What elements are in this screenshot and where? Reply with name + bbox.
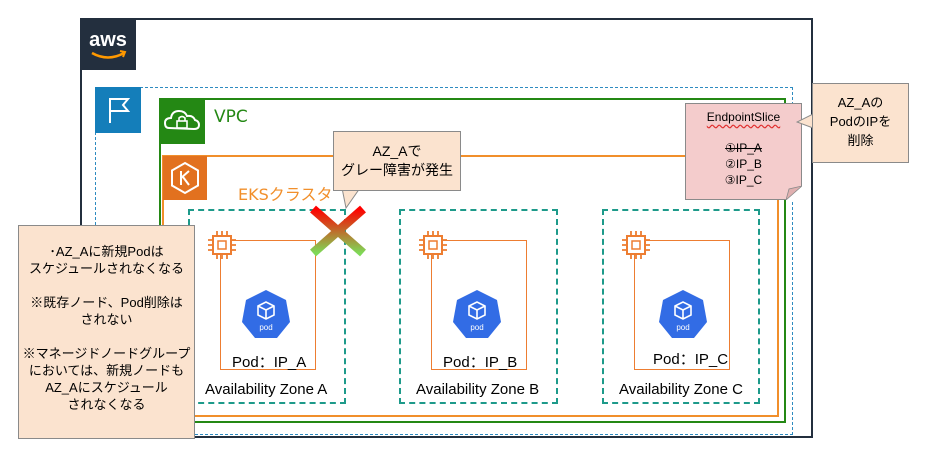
impact-line-4: ※既存ノード、Pod削除は xyxy=(30,295,183,310)
impact-line-10: されなくなる xyxy=(67,397,146,412)
pod-label-c: Pod：IP_C xyxy=(653,351,729,368)
node-c xyxy=(634,240,730,370)
zone-label-c: Availability Zone C xyxy=(619,381,743,398)
pod-icon: pod xyxy=(659,290,707,338)
availability-zone-b xyxy=(399,209,558,404)
callout-pointer xyxy=(341,188,361,210)
vpc-cloud-icon xyxy=(159,98,205,144)
impact-line-5: されない xyxy=(80,312,133,327)
remove-ip-line-3: 削除 xyxy=(847,133,874,148)
remove-ip-callout: AZ_Aの PodのIPを 削除 xyxy=(812,83,909,163)
node-b xyxy=(431,240,527,370)
flag-icon xyxy=(95,87,141,133)
impact-line-9: AZ_Aにスケジュール xyxy=(45,380,168,395)
eks-icon xyxy=(163,156,207,200)
aws-cloud-frame xyxy=(80,18,813,438)
ec2-instance-icon xyxy=(622,231,650,259)
impact-line-7: ※マネージドノードグループ xyxy=(22,346,191,361)
ec2-instance-icon xyxy=(208,231,236,259)
zone-label-a: Availability Zone A xyxy=(205,381,328,398)
scheduling-impact-callout: ･AZ_Aに新規Podは スケジュールされなくなる ※既存ノード、Pod削除は … xyxy=(18,225,195,439)
impact-line-6 xyxy=(19,328,194,345)
endpointslice-item-2: ②IP_B xyxy=(725,157,762,171)
zone-label-b: Availability Zone B xyxy=(416,381,540,398)
pod-icon: pod xyxy=(242,290,290,338)
pod-label-b: Pod：IP_B xyxy=(443,354,518,371)
svg-text:pod: pod xyxy=(470,323,483,332)
pod-icon: pod xyxy=(453,290,501,338)
impact-line-3 xyxy=(19,277,194,294)
eks-cluster-label: EKSクラスタ xyxy=(238,185,333,204)
ec2-instance-icon xyxy=(419,231,447,259)
remove-ip-line-1: AZ_Aの xyxy=(837,95,884,110)
impact-line-2: スケジュールされなくなる xyxy=(28,261,185,276)
svg-text:pod: pod xyxy=(259,323,272,332)
aws-logo: aws xyxy=(80,18,136,70)
impact-line-1: ･AZ_Aに新規Podは xyxy=(49,244,164,259)
svg-text:aws: aws xyxy=(89,29,127,51)
endpointslice-item-3: ③IP_C xyxy=(724,173,763,187)
remove-ip-line-2: PodのIPを xyxy=(829,114,892,129)
endpointslice-note: EndpointSlice ①IP_A ②IP_B ③IP_C xyxy=(685,103,802,200)
note-fold-corner xyxy=(786,186,802,200)
node-a xyxy=(220,240,316,370)
endpointslice-title: EndpointSlice xyxy=(706,110,781,124)
svg-text:pod: pod xyxy=(676,323,689,332)
vpc-label: VPC xyxy=(214,107,248,127)
gray-failure-line-2: グレー障害が発生 xyxy=(341,162,453,178)
pod-label-a: Pod：IP_A xyxy=(232,354,307,371)
gray-failure-line-1: AZ_Aで xyxy=(372,143,422,159)
endpointslice-item-1: ①IP_A xyxy=(725,141,762,155)
impact-line-8: においては、新規ノードも xyxy=(28,363,185,378)
failure-x-icon xyxy=(310,205,366,257)
gray-failure-callout: AZ_Aで グレー障害が発生 xyxy=(333,131,461,191)
availability-zone-c xyxy=(602,209,760,404)
